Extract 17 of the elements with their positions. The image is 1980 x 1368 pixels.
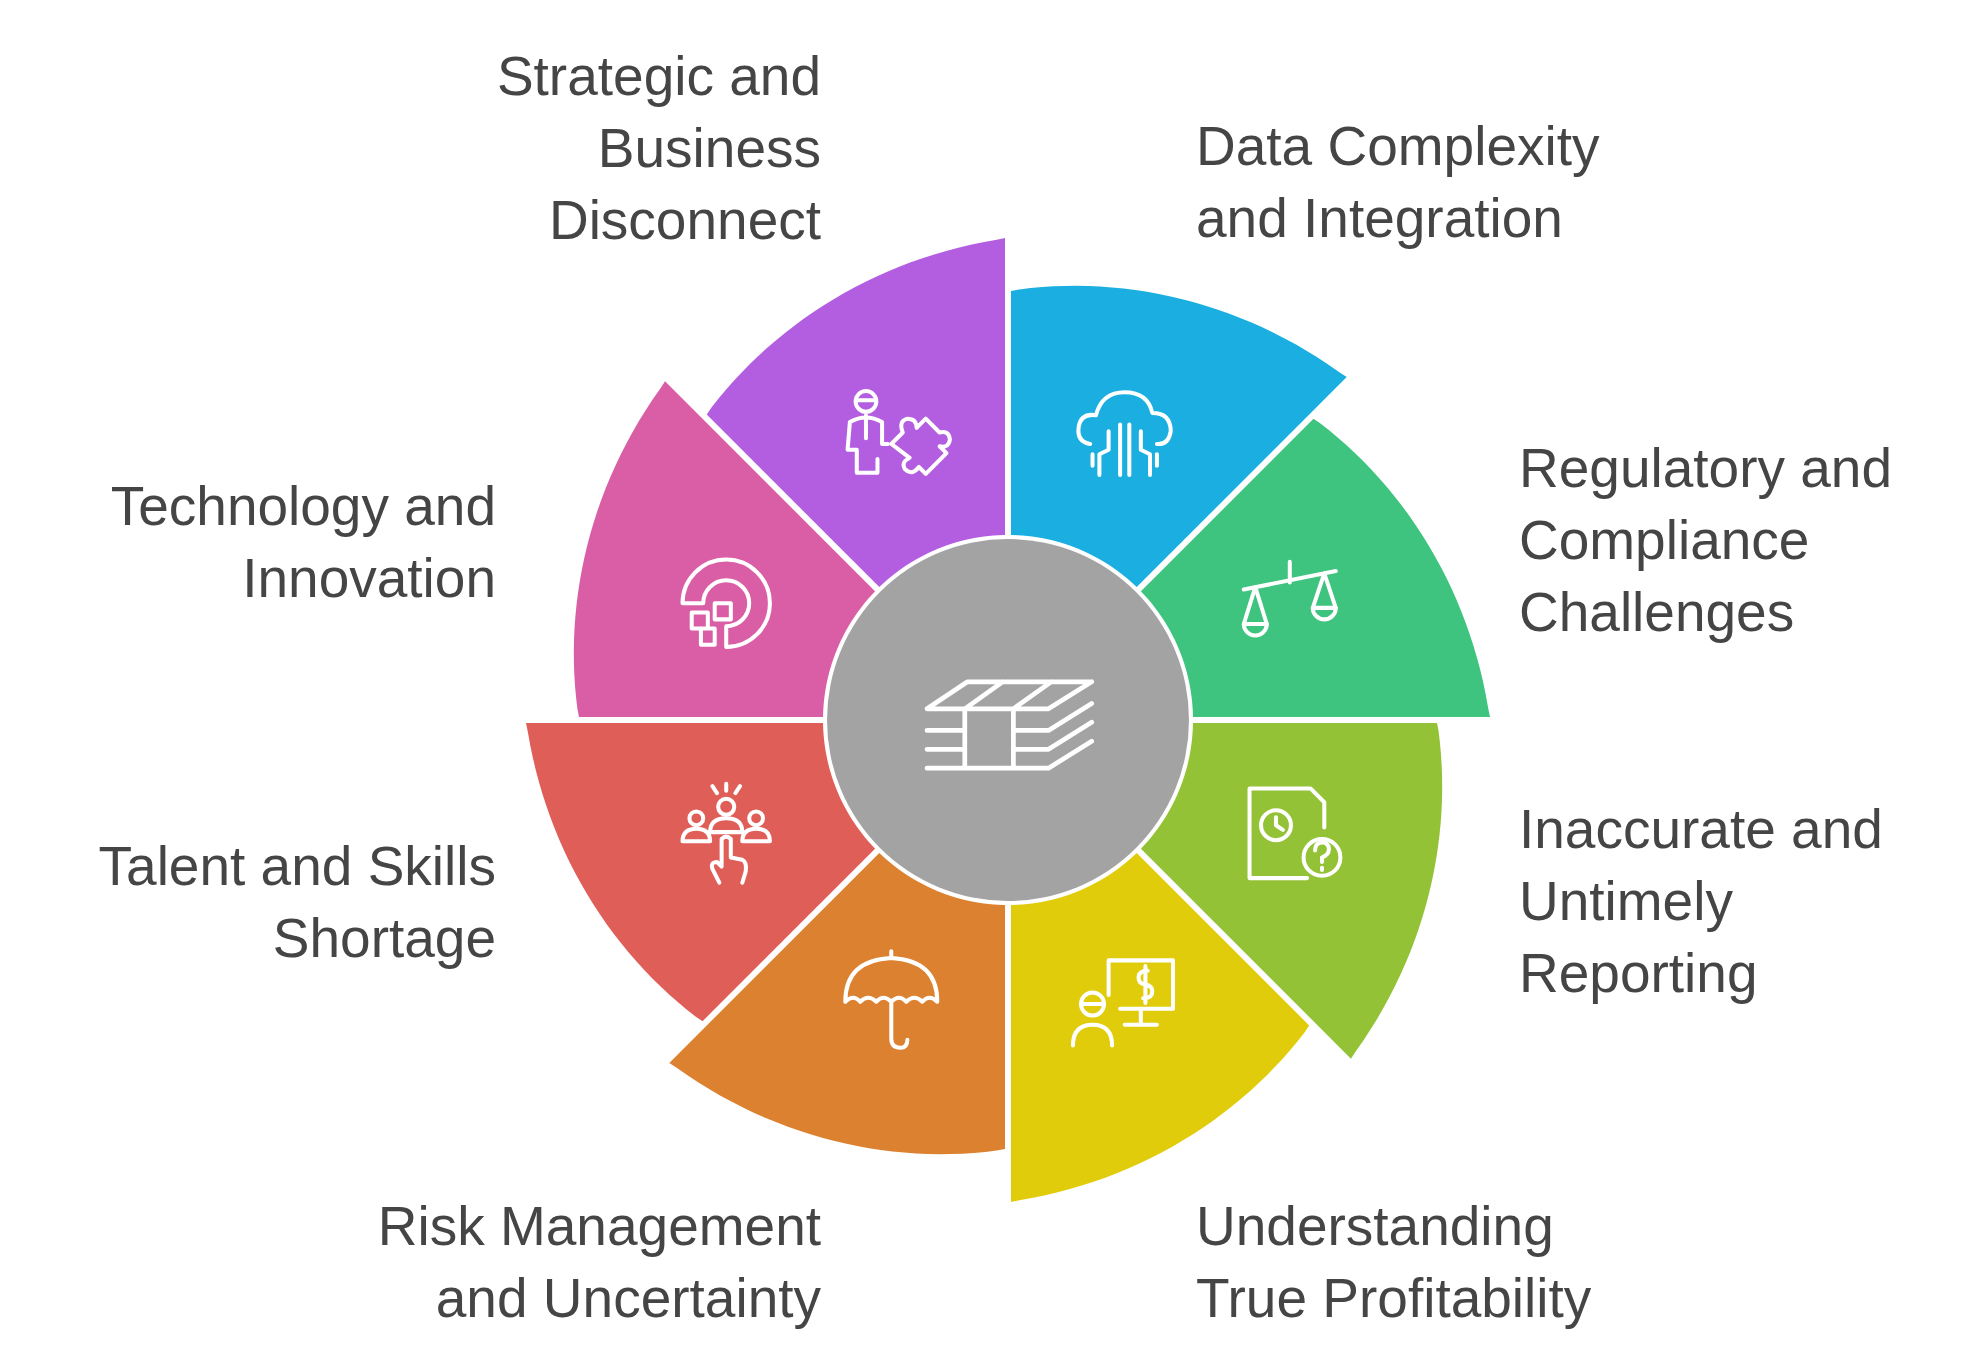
wedge-segment	[706, 238, 1005, 588]
segment-label: Strategic and Business Disconnect	[495, 44, 821, 253]
wedge-segment	[1011, 852, 1310, 1202]
segment-label: Talent and Skills Shortage	[97, 834, 496, 971]
segment-label: Inaccurate and Untimely Reporting	[1519, 797, 1884, 1006]
wedge-segment	[526, 723, 876, 1022]
segment-label: Technology and Innovation	[109, 474, 496, 611]
segment-label: Understanding True Profitability	[1196, 1194, 1593, 1331]
center-circle	[827, 539, 1189, 901]
wedge-segment	[669, 852, 1005, 1155]
segment-label: Data Complexity and Integration	[1196, 114, 1601, 251]
wedge-segment	[1140, 723, 1443, 1059]
segment-label: Regulatory and Compliance Challenges	[1519, 436, 1894, 645]
wedge-segment	[1011, 285, 1347, 588]
wedge-segment	[573, 381, 876, 717]
segment-label: Risk Management and Uncertainty	[376, 1194, 821, 1331]
wedge-segment	[1140, 418, 1490, 717]
